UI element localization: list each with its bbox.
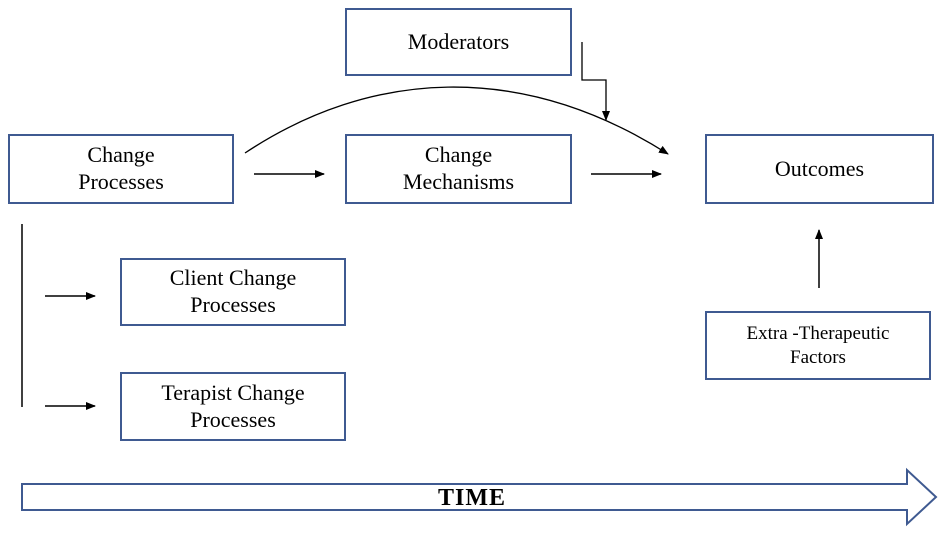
change-processes-label-line2: Processes — [78, 169, 164, 194]
change-processes-box: Change Processes — [8, 134, 234, 204]
change-mechanisms-label-line1: Change — [424, 142, 493, 168]
client-change-label-line2: Processes — [190, 292, 276, 317]
change-processes-label-line1: Change — [87, 142, 155, 168]
extra-therapeutic-factors-box: Extra -Therapeutic Factors — [705, 311, 931, 380]
outcomes-box: Outcomes — [705, 134, 934, 204]
moderators-box: Moderators — [345, 8, 572, 76]
time-label: TIME — [437, 485, 506, 511]
extra-therapeutic-label-line1: Extra -Therapeutic — [746, 323, 890, 345]
time-arrow-shape — [21, 467, 938, 527]
change-mechanisms-label-line2: Mechanisms — [402, 169, 515, 194]
therapist-change-processes-box: Terapist Change Processes — [120, 372, 346, 441]
curved-arrow-processes-to-outcomes — [244, 86, 669, 155]
outcomes-label: Outcomes — [774, 155, 865, 181]
therapist-change-label-line2: Processes — [190, 406, 276, 432]
client-change-processes-box: Client Change Processes — [120, 258, 346, 326]
change-mechanisms-box: Change Mechanisms — [345, 134, 572, 204]
arrow-moderators-elbow — [581, 42, 610, 121]
client-change-label-line1: Client Change — [169, 265, 297, 291]
therapist-change-label-line1: Terapist Change — [161, 379, 305, 405]
moderators-label: Moderators — [407, 28, 510, 54]
extra-therapeutic-label-line2: Factors — [790, 346, 846, 368]
